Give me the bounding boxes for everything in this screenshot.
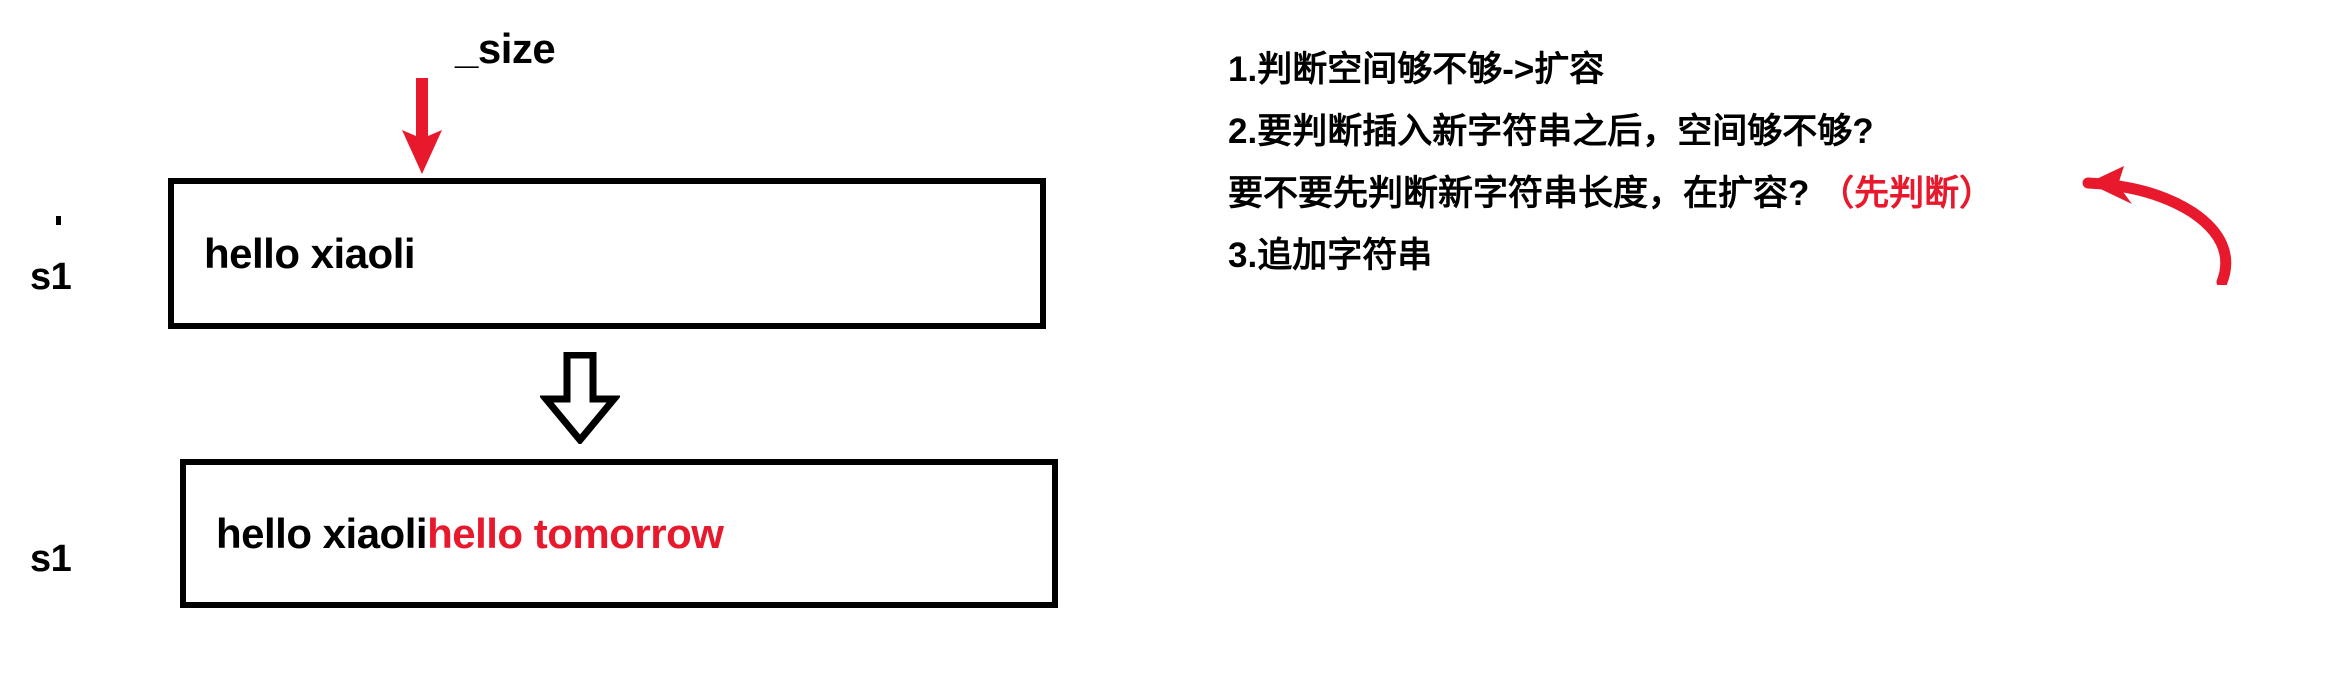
red-down-arrow-icon xyxy=(402,78,442,174)
buffer-segment-existing: hello xiaoli xyxy=(204,229,416,277)
buffer-text-after: hello xiaolihello tomorrow xyxy=(216,509,724,557)
buffer-segment-appended: hello tomorrow xyxy=(427,509,724,557)
buffer-segment-existing: hello xiaoli xyxy=(216,509,428,557)
string-buffer-box-before: hello xiaoli xyxy=(168,178,1046,329)
note-text: 2.要判断插入新字符串之后，空间够不够? xyxy=(1228,112,1874,151)
string-buffer-box-after: hello xiaolihello tomorrow xyxy=(180,459,1058,608)
note-text: 要不要先判断新字符串长度，在扩容? xyxy=(1228,174,1810,213)
stray-tick-mark xyxy=(56,216,61,225)
variable-label-s1-after: s1 xyxy=(30,538,72,580)
variable-label-s1-before: s1 xyxy=(30,256,72,298)
notes-panel: 1.判断空间够不够->扩容 2.要判断插入新字符串之后，空间够不够? 要不要先判… xyxy=(1228,52,2318,300)
hollow-down-arrow-icon xyxy=(540,352,620,444)
note-line: 2.要判断插入新字符串之后，空间够不够? xyxy=(1228,114,2318,149)
note-line: 要不要先判断新字符串长度，在扩容? （先判断） xyxy=(1228,176,2318,211)
note-emphasis: （先判断） xyxy=(1819,174,1995,213)
size-pointer-label: _size xyxy=(455,25,556,72)
note-text: 3.追加字符串 xyxy=(1228,236,1433,275)
buffer-text-before: hello xiaoli xyxy=(204,229,416,277)
note-line: 3.追加字符串 xyxy=(1228,238,2318,273)
note-line: 1.判断空间够不够->扩容 xyxy=(1228,52,2318,87)
red-curved-arrow-icon xyxy=(2082,166,2232,285)
note-text: 1.判断空间够不够->扩容 xyxy=(1228,50,1605,89)
